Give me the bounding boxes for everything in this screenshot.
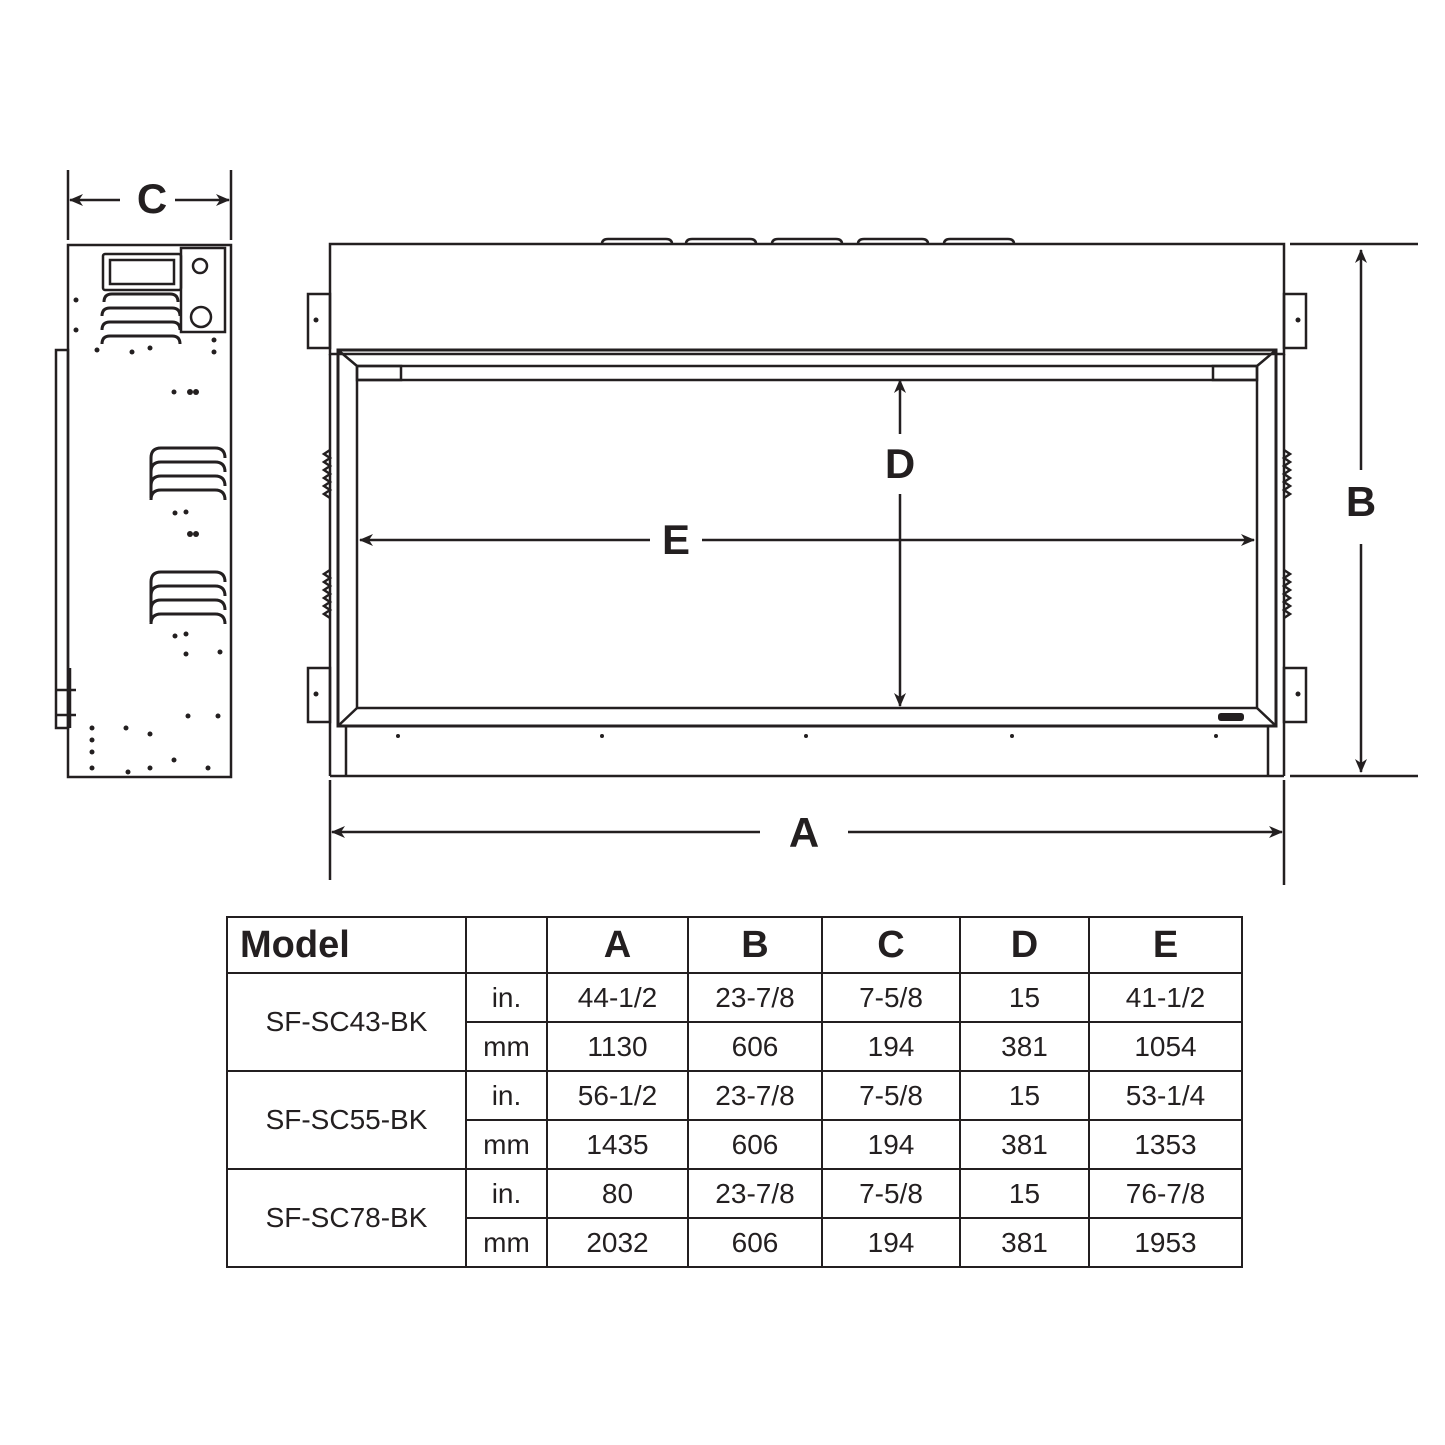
value-cell: 15 — [959, 1070, 1090, 1121]
value-cell: 53-1/4 — [1088, 1070, 1243, 1121]
value-cell: 44-1/2 — [546, 972, 689, 1023]
value-cell: 76-7/8 — [1088, 1168, 1243, 1219]
table-row: mm 1435 606 194 381 1353 — [227, 1119, 1243, 1170]
side-view — [54, 243, 233, 779]
header-a: A — [546, 916, 689, 974]
value-cell: 7-5/8 — [821, 1168, 961, 1219]
dimension-drawing: C A B D E — [54, 170, 1418, 885]
header-e: E — [1088, 916, 1243, 974]
unit-cell: mm — [465, 1021, 548, 1072]
table-row: mm 1130 606 194 381 1054 — [227, 1021, 1243, 1072]
value-cell: 606 — [687, 1119, 823, 1170]
unit-cell: mm — [465, 1119, 548, 1170]
table-row: SF-SC43-BK in. 44-1/2 23-7/8 7-5/8 15 41… — [226, 972, 1243, 1072]
dimension-lines — [66, 170, 1418, 885]
value-cell: 381 — [959, 1021, 1090, 1072]
unit-cell: in. — [465, 972, 548, 1023]
value-cell: 1130 — [546, 1021, 689, 1072]
dimension-label-a: A — [789, 809, 819, 856]
unit-cell: in. — [465, 1168, 548, 1219]
value-cell: 23-7/8 — [687, 972, 823, 1023]
dimension-label-c: C — [137, 175, 167, 222]
front-view — [306, 237, 1308, 778]
value-cell: 381 — [959, 1217, 1090, 1268]
table-row: SF-SC55-BK in. 56-1/2 23-7/8 7-5/8 15 53… — [226, 1070, 1243, 1170]
value-cell: 1435 — [546, 1119, 689, 1170]
header-c: C — [821, 916, 961, 974]
dimension-label-d: D — [885, 440, 915, 487]
unit-cell: in. — [465, 1070, 548, 1121]
front-view-holes — [313, 317, 1301, 738]
value-cell: 194 — [821, 1021, 961, 1072]
header-b: B — [687, 916, 823, 974]
table-row: SF-SC78-BK in. 80 23-7/8 7-5/8 15 76-7/8 — [226, 1168, 1243, 1268]
value-cell: 606 — [687, 1021, 823, 1072]
value-cell: 80 — [546, 1168, 689, 1219]
value-cell: 1953 — [1088, 1217, 1243, 1268]
dimension-label-b: B — [1346, 478, 1376, 525]
table-header-row: Model A B C D E — [226, 916, 1243, 974]
value-cell: 194 — [821, 1217, 961, 1268]
header-d: D — [959, 916, 1090, 974]
dimension-label-e: E — [662, 516, 690, 563]
header-unit — [465, 916, 548, 974]
model-name: SF-SC78-BK — [226, 1168, 467, 1268]
model-name: SF-SC55-BK — [226, 1070, 467, 1170]
value-cell: 15 — [959, 972, 1090, 1023]
dimensions-table: Model A B C D E SF-SC43-BK in. 44-1/2 23… — [226, 916, 1243, 1268]
value-cell: 2032 — [546, 1217, 689, 1268]
value-cell: 23-7/8 — [687, 1168, 823, 1219]
side-view-holes — [73, 297, 223, 775]
model-name: SF-SC43-BK — [226, 972, 467, 1072]
value-cell: 606 — [687, 1217, 823, 1268]
value-cell: 56-1/2 — [546, 1070, 689, 1121]
value-cell: 7-5/8 — [821, 1070, 961, 1121]
unit-cell: mm — [465, 1217, 548, 1268]
value-cell: 381 — [959, 1119, 1090, 1170]
table-row: mm 2032 606 194 381 1953 — [227, 1217, 1243, 1268]
value-cell: 15 — [959, 1168, 1090, 1219]
value-cell: 41-1/2 — [1088, 972, 1243, 1023]
value-cell: 1054 — [1088, 1021, 1243, 1072]
value-cell: 1353 — [1088, 1119, 1243, 1170]
header-model: Model — [226, 916, 467, 974]
value-cell: 23-7/8 — [687, 1070, 823, 1121]
value-cell: 194 — [821, 1119, 961, 1170]
value-cell: 7-5/8 — [821, 972, 961, 1023]
